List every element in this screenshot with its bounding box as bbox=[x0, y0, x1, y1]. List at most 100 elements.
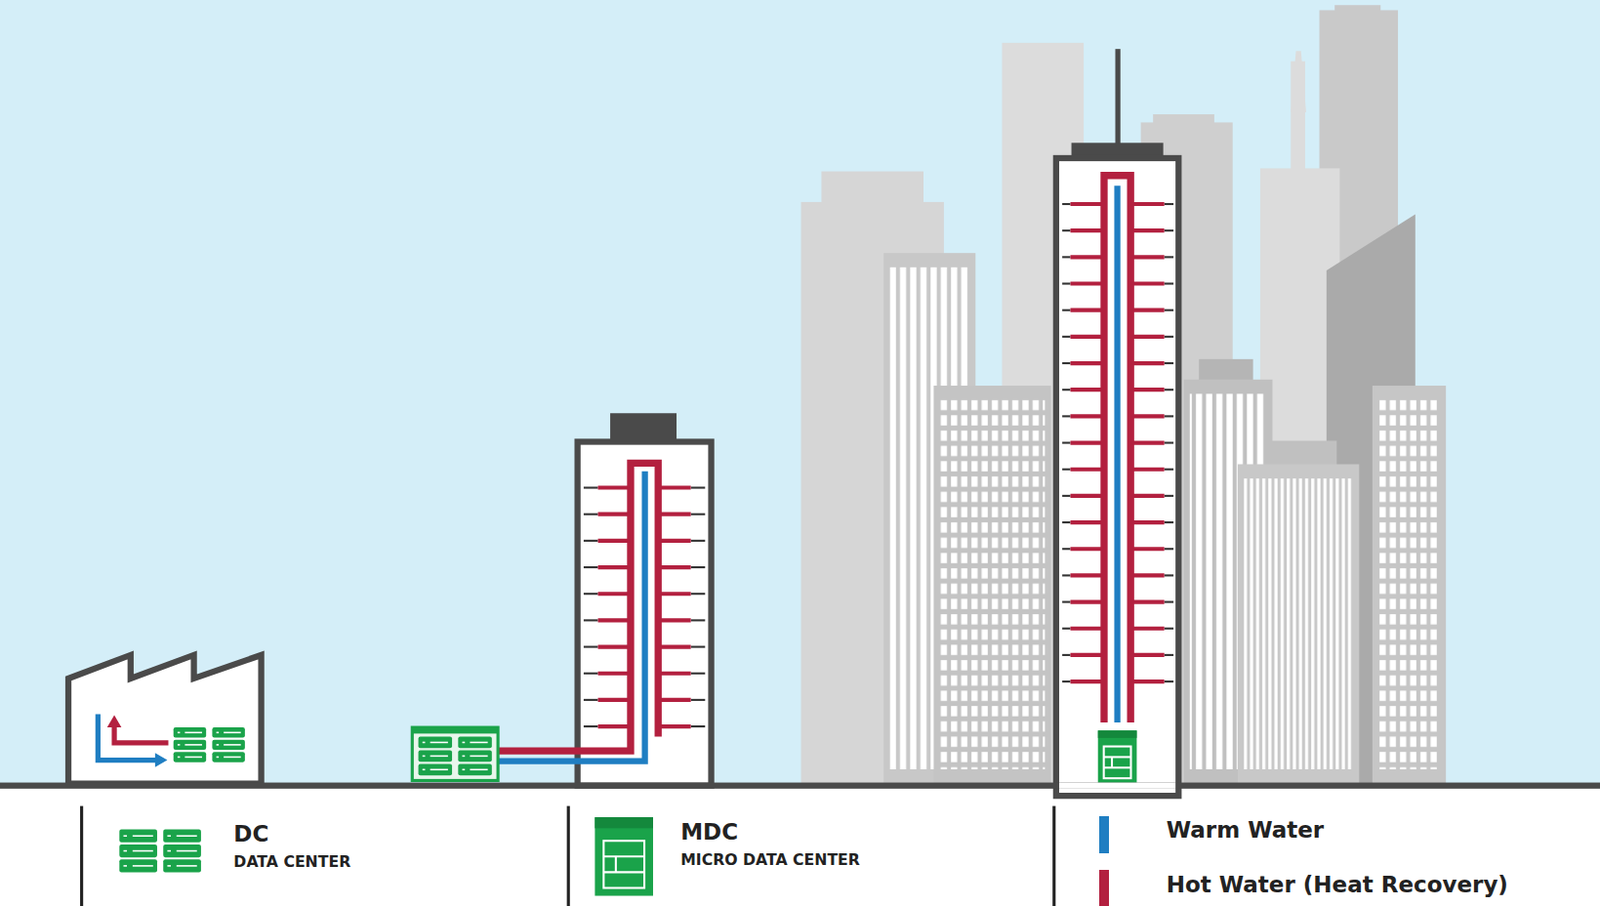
floor-mark bbox=[583, 618, 599, 621]
floor-mark bbox=[583, 486, 599, 489]
hot-water-arrow bbox=[114, 726, 168, 743]
legend-label: DC bbox=[233, 821, 269, 847]
ground-line bbox=[0, 782, 1600, 789]
building-windows bbox=[1243, 478, 1354, 770]
legend-label: Hot Water (Heat Recovery) bbox=[1166, 872, 1509, 898]
floor-mark bbox=[691, 592, 706, 595]
legend-label: DATA CENTER bbox=[233, 853, 351, 870]
warm-water-arrow bbox=[97, 714, 159, 761]
hot-water-branch bbox=[1130, 440, 1164, 445]
floor-mark bbox=[691, 539, 706, 542]
building bbox=[1237, 463, 1359, 785]
hot-water-branch bbox=[1130, 254, 1164, 259]
data-center-icon bbox=[418, 737, 493, 777]
rack-unit bbox=[163, 859, 202, 872]
floor-mark bbox=[691, 725, 706, 728]
hot-water-branch bbox=[1130, 573, 1164, 577]
rack-detail bbox=[223, 732, 242, 735]
rack-detail bbox=[422, 769, 426, 772]
rack-detail bbox=[166, 850, 171, 853]
floor-mark bbox=[1062, 521, 1070, 524]
building-cap bbox=[1198, 359, 1253, 382]
hot-water-branch bbox=[1130, 308, 1164, 313]
hot-water-branch bbox=[1130, 520, 1164, 525]
floor-mark bbox=[1164, 203, 1174, 206]
floor-mark bbox=[583, 592, 599, 595]
rack-unit bbox=[119, 844, 158, 858]
building bbox=[933, 385, 1051, 786]
hot-water-branch bbox=[657, 512, 691, 517]
hot-water-branch bbox=[1130, 387, 1164, 392]
floor-mark bbox=[1164, 680, 1174, 683]
floor-mark bbox=[1164, 362, 1174, 365]
rack-detail bbox=[177, 743, 181, 746]
floor-mark bbox=[1062, 282, 1070, 285]
mdc-detail bbox=[1110, 756, 1113, 768]
rack-unit bbox=[173, 739, 206, 750]
floor-mark bbox=[1062, 547, 1070, 550]
floor-mark bbox=[691, 566, 706, 569]
floor-mark bbox=[1164, 282, 1174, 285]
rack-unit bbox=[418, 763, 452, 776]
rack-unit bbox=[457, 763, 492, 776]
rack-unit bbox=[211, 751, 245, 762]
floor-mark bbox=[691, 486, 706, 489]
legend-divider bbox=[567, 806, 571, 906]
arrowhead bbox=[155, 752, 168, 768]
building-windows bbox=[940, 400, 1046, 770]
tower-outline bbox=[1056, 158, 1179, 796]
floor-mark bbox=[1164, 627, 1174, 630]
floor-mark bbox=[1062, 468, 1070, 471]
floor-mark bbox=[583, 539, 599, 542]
hot-water-branch bbox=[598, 724, 631, 729]
rack-unit bbox=[457, 749, 492, 762]
hot-water-branch bbox=[1130, 467, 1164, 472]
hot-water-branch bbox=[657, 644, 691, 649]
mdc-shelf bbox=[1104, 755, 1132, 758]
mdc-rack bbox=[603, 840, 645, 888]
hot-water-branch bbox=[1069, 334, 1104, 339]
factory-outline bbox=[68, 655, 262, 784]
hot-water-branch bbox=[657, 617, 691, 622]
rack-detail bbox=[462, 755, 466, 758]
floor-mark bbox=[1164, 521, 1174, 524]
hot-water-branch bbox=[1069, 254, 1104, 259]
data-center-icon bbox=[119, 829, 202, 873]
legend-graphics bbox=[82, 806, 1055, 906]
legend-divider bbox=[80, 806, 83, 906]
hot-water-branch bbox=[657, 485, 691, 490]
mdc-top bbox=[411, 727, 498, 734]
floor-mark bbox=[1062, 362, 1070, 365]
floor-mark bbox=[1164, 494, 1174, 497]
hot-water-branch bbox=[1069, 228, 1104, 233]
rack-unit bbox=[418, 737, 452, 749]
rack-detail bbox=[469, 769, 488, 772]
floor-mark bbox=[1164, 654, 1174, 657]
floor-mark bbox=[1164, 229, 1174, 232]
rack-detail bbox=[216, 732, 220, 735]
floor-mark bbox=[1062, 203, 1070, 206]
arrowhead bbox=[107, 715, 123, 729]
mdc-detail bbox=[615, 856, 617, 872]
rack-detail bbox=[176, 834, 198, 837]
floor-mark bbox=[1062, 414, 1070, 417]
floor-mark bbox=[1062, 627, 1070, 630]
rack-unit bbox=[211, 739, 245, 750]
floor-mark bbox=[1164, 309, 1174, 312]
floor-mark bbox=[1164, 574, 1174, 576]
rack-detail bbox=[223, 756, 242, 759]
rack-detail bbox=[216, 756, 220, 759]
rack-detail bbox=[469, 741, 488, 744]
building-cap bbox=[820, 171, 924, 205]
rack-detail bbox=[462, 769, 466, 772]
floor-mark bbox=[1062, 654, 1070, 657]
mdc-shelf bbox=[603, 870, 645, 873]
hot-water-branch bbox=[1069, 308, 1104, 313]
rack-detail bbox=[177, 732, 181, 735]
rack-unit bbox=[418, 749, 452, 762]
rack-detail bbox=[123, 864, 127, 867]
floor-mark bbox=[1164, 547, 1174, 550]
ground bbox=[0, 785, 1600, 906]
hot-water-branch bbox=[598, 485, 631, 490]
